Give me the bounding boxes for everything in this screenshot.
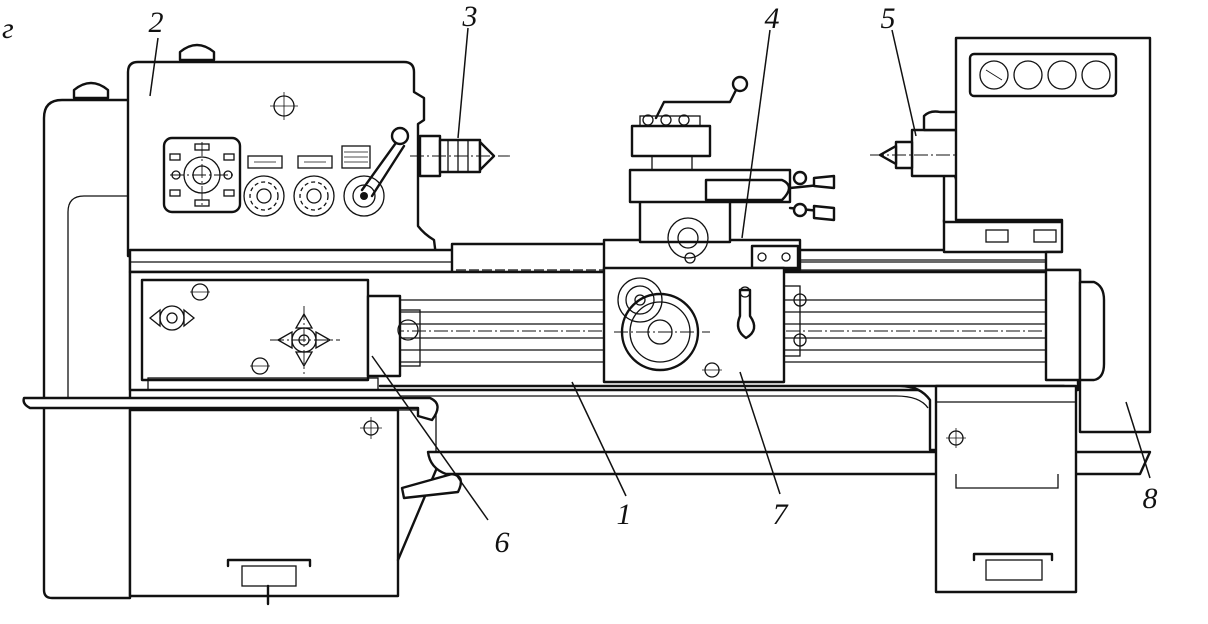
right-pedestal — [934, 36, 1152, 594]
corner-mark: г — [2, 12, 14, 45]
callout-7: 7 — [773, 498, 790, 531]
feed-gearbox — [140, 278, 421, 391]
leader-3 — [457, 27, 469, 139]
tool-post — [628, 75, 836, 259]
left-pedestal — [22, 98, 463, 606]
callout-4: 4 — [765, 2, 780, 35]
carriage — [602, 238, 807, 384]
leader-6 — [371, 355, 489, 521]
callout-3: 3 — [462, 0, 478, 33]
headstock — [72, 43, 510, 258]
callout-5: 5 — [881, 2, 896, 35]
leader-2 — [149, 37, 159, 97]
leader-8 — [1125, 401, 1151, 479]
leader-1 — [571, 381, 627, 497]
leader-5 — [891, 29, 917, 137]
leader-7 — [739, 371, 781, 495]
leader-4 — [741, 29, 771, 239]
callout-labels: 2 3 4 5 6 1 7 8 — [149, 0, 1158, 559]
callout-leaders — [149, 27, 1151, 521]
callout-8: 8 — [1143, 482, 1158, 515]
callout-1: 1 — [617, 498, 632, 531]
callout-2: 2 — [149, 6, 164, 39]
callout-6: 6 — [495, 526, 510, 559]
